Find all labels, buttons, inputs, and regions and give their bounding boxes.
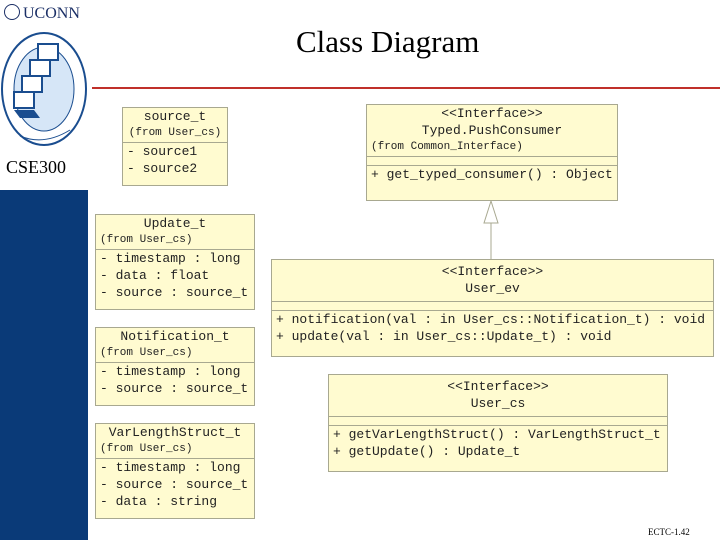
title-divider bbox=[92, 87, 720, 89]
interface-operation: + notification(val : in User_cs::Notific… bbox=[276, 312, 706, 327]
interface-stereotype: <<Interface>> bbox=[447, 379, 549, 394]
class-member: - source : source_t bbox=[100, 477, 249, 492]
class-origin: (from User_cs) bbox=[100, 234, 193, 246]
class-origin: (from User_cs) bbox=[100, 443, 193, 455]
class-origin: (from User_cs) bbox=[128, 127, 222, 139]
seal-icon bbox=[4, 4, 20, 20]
class-member: - source2 bbox=[127, 161, 198, 176]
department-logo bbox=[0, 30, 88, 148]
interface-operation: + getUpdate() : Update_t bbox=[333, 444, 521, 459]
class-member: - timestamp : long bbox=[100, 460, 241, 475]
class-member: - timestamp : long bbox=[100, 364, 241, 379]
interface-operation: + get_typed_consumer() : Object bbox=[371, 167, 613, 182]
brand-text: UCONN bbox=[23, 5, 80, 22]
interface-operation: + update(val : in User_cs::Update_t) : v… bbox=[276, 329, 612, 344]
class-varlengthstruct-t[interactable]: VarLengthStruct_t (from User_cs) - times… bbox=[95, 423, 255, 519]
class-member: - source1 bbox=[127, 144, 198, 159]
brand-logo: UCONN bbox=[4, 4, 80, 23]
interface-stereotype: <<Interface>> bbox=[441, 106, 543, 121]
class-name: User_ev bbox=[465, 281, 520, 296]
class-member: - data : float bbox=[100, 268, 210, 283]
class-name: Notification_t bbox=[120, 329, 230, 344]
class-name: User_cs bbox=[470, 396, 526, 411]
interface-typed-push-consumer[interactable]: <<Interface>> Typed.PushConsumer (from C… bbox=[366, 104, 618, 201]
class-name: Update_t bbox=[143, 216, 207, 231]
class-origin: (from User_cs) bbox=[100, 347, 193, 359]
course-label: CSE300 bbox=[0, 148, 88, 190]
slide-number: ECTC-1.42 bbox=[648, 527, 690, 537]
page-title: Class Diagram bbox=[296, 24, 480, 59]
class-member: - source : source_t bbox=[100, 285, 249, 300]
interface-user-cs[interactable]: <<Interface>> User_cs + getVarLengthStru… bbox=[328, 374, 668, 472]
class-source-t[interactable]: source_t (from User_cs) - source1 - sour… bbox=[122, 107, 228, 186]
computers-logo-icon bbox=[1, 32, 87, 146]
class-origin: (from Common_Interface) bbox=[371, 141, 523, 153]
class-update-t[interactable]: Update_t (from User_cs) - timestamp : lo… bbox=[95, 214, 255, 310]
interface-stereotype: <<Interface>> bbox=[441, 264, 544, 279]
course-code: CSE300 bbox=[6, 157, 67, 177]
class-name: VarLengthStruct_t bbox=[108, 425, 242, 440]
class-name: Typed.PushConsumer bbox=[421, 123, 563, 138]
interface-user-ev[interactable]: <<Interface>> User_ev + notification(val… bbox=[271, 259, 714, 357]
brand-band: UCONN bbox=[0, 0, 88, 30]
class-member: - source : source_t bbox=[100, 381, 249, 396]
interface-operation: + getVarLengthStruct() : VarLengthStruct… bbox=[333, 427, 661, 442]
class-name: source_t bbox=[143, 109, 207, 124]
class-member: - data : string bbox=[100, 494, 218, 509]
class-member: - timestamp : long bbox=[100, 251, 241, 266]
class-notification-t[interactable]: Notification_t (from User_cs) - timestam… bbox=[95, 327, 255, 406]
